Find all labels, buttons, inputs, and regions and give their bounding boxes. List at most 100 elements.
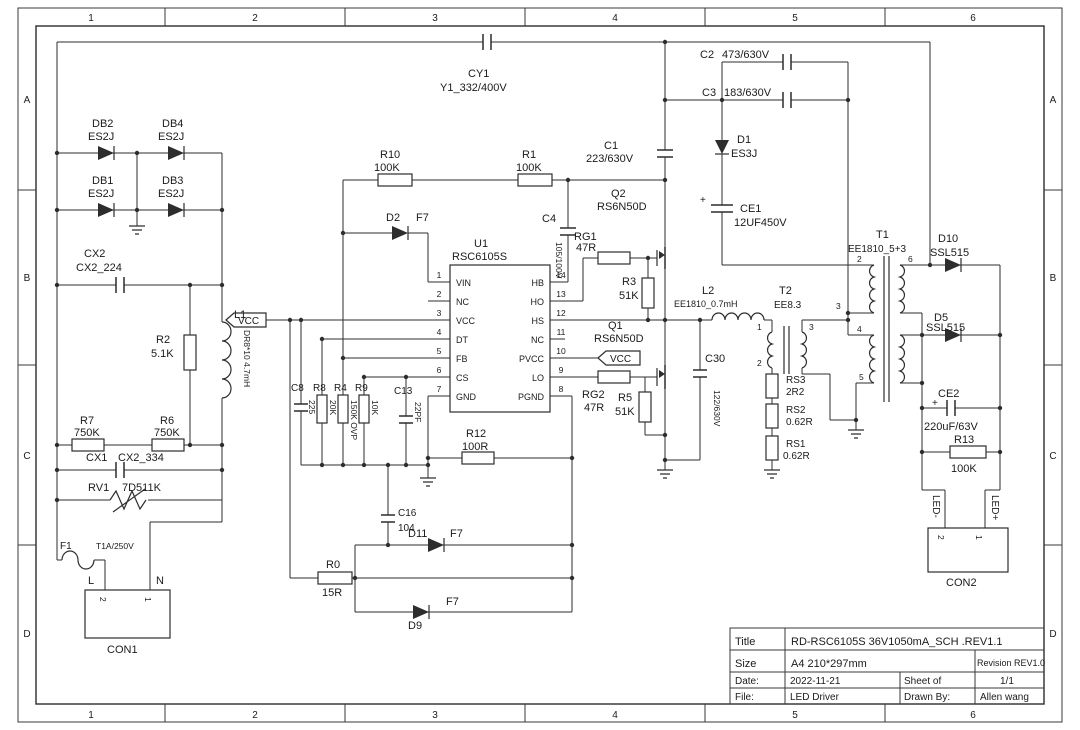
varistor-rv1: RV1 7D511K [88,482,162,513]
r9-value: 10K [370,400,380,415]
frame-col-label: 3 [432,13,438,24]
c30-ref: C30 [705,353,725,365]
frame-col-label: 4 [612,13,618,24]
pin-number: 14 [556,270,566,280]
pin-number: 11 [557,327,566,337]
t2-pin-number: 1 [757,322,762,332]
capacitor-c8: C8 225 [291,383,317,414]
pin-name: FB [456,354,468,364]
transformer-t2: T2 EE8.3 1 2 3 [757,285,814,374]
frame-row-label: C [1049,451,1056,462]
rg2-ref: RG2 [582,389,605,401]
mosfet-q2: Q2 RS6N50D [597,188,666,269]
pin-name: LO [532,373,544,383]
t2-value: EE8.3 [774,300,802,311]
ce1-value: 12UF450V [734,217,787,229]
ic-u1: U1 RSC6105S 1 2 3 4 5 6 7 VIN NC VCC DT … [437,238,566,413]
capacitor-cy1: CY1 Y1_332/400V [440,34,507,94]
frame-row-label: D [23,629,30,640]
rs3-ref: RS3 [786,375,806,386]
resistor-rs3: RS3 2R2 [765,373,806,399]
frame-col-label: 6 [970,710,976,721]
d10-ref: D10 [938,233,958,245]
pin-name: VIN [456,278,471,288]
frame-col-label: 4 [612,710,618,721]
pin-number: 2 [437,289,442,299]
t2-pin-number: 3 [809,322,814,332]
r13-ref: R13 [954,434,974,446]
r8-value: 20K [328,400,338,415]
capacitor-c1: C1 223/630V [586,140,673,165]
bridge-diode-db3: DB3 ES2J [158,175,185,217]
connector-con1: L N 2 1 CON1 [84,575,171,656]
f1-ref: F1 [60,541,72,552]
pin-name: NC [456,297,469,307]
resistor-r7: R7 750K [71,415,105,452]
resistor-r0: R0 15R [317,559,353,599]
ce1-ref: CE1 [740,203,761,215]
led-plus-label: LED+ [989,495,1000,520]
d5-ref: D5 [934,312,948,324]
db4-value: ES2J [158,131,184,143]
f1-value: T1A/250V [96,541,134,551]
c1-ref: C1 [604,140,618,152]
resistor-r9: R9 10K [355,383,380,424]
resistor-r12: R12 100R [461,428,495,465]
frame-col-label: 2 [252,710,258,721]
u1-ref: U1 [474,238,488,250]
pin-name: GND [456,392,477,402]
con1-pin-number: 2 [98,597,108,602]
db1-ref: DB1 [92,175,113,187]
r7-ref: R7 [80,415,94,427]
file-value: LED Driver [790,692,840,703]
vcc-flag-left: VCC [225,312,267,328]
capacitor-c16: C16 104 [381,508,417,534]
size-value: A4 210*297mm [791,658,867,670]
diode-d1: D1 ES3J [715,134,757,160]
t1-pin-number: 4 [857,324,862,334]
resistor-rs1: RS1 0.62R [765,435,810,462]
rs3-value: 2R2 [786,387,805,398]
diode-d9: D9 F7 [408,596,459,632]
q1-ref: Q1 [608,320,623,332]
title-label: Title [735,636,755,648]
rv1-ref: RV1 [88,482,109,494]
d2-value: F7 [416,212,429,224]
cy1-value: Y1_332/400V [440,82,507,94]
title-block: Title RD-RSC6105S 36V1050mA_SCH .REV1.1 … [729,627,1045,705]
resistor-r4: R4 150K OVP [334,383,359,440]
r12-ref: R12 [466,428,486,440]
pin-number: 1 [437,270,442,280]
c3-ref: C3 [702,87,716,99]
c8-ref: C8 [291,383,304,394]
ce2-value: 220uF/63V [924,421,978,433]
resistor-rg1: RG1 47R [574,231,631,265]
cx2-value: CX2_224 [76,262,122,274]
vcc-flag-right: VCC [597,350,641,366]
pin-name: HO [531,297,545,307]
t2-pin-number: 2 [757,358,762,368]
t1-value: EE1810_5+3 [848,244,907,255]
capacitor-cx2: CX2 CX2_224 [76,248,125,293]
ground-symbols [129,225,864,487]
r0-value: 15R [322,587,342,599]
u1-part: RSC6105S [452,251,507,263]
cx1-value: CX2_334 [118,452,164,464]
pin-name: NC [531,335,544,345]
drawing-frame: 1 2 3 4 5 6 1 2 3 4 5 6 A B C D A B C D [17,7,1063,723]
cy1-ref: CY1 [468,68,489,80]
rg1-ref: RG1 [574,231,597,243]
t1-ref: T1 [876,229,889,241]
db2-value: ES2J [88,131,114,143]
ce2-ref: CE2 [938,388,959,400]
pin-number: 13 [556,289,566,299]
pin-number: 4 [437,327,442,337]
r3-ref: R3 [622,276,636,288]
diode-d2: D2 F7 [386,212,429,240]
rg2-value: 47R [584,402,604,414]
l2-value: EE1810_0.7mH [674,299,738,309]
r6-ref: R6 [160,415,174,427]
c30-value: 122/630V [712,390,722,427]
rs1-ref: RS1 [786,439,806,450]
